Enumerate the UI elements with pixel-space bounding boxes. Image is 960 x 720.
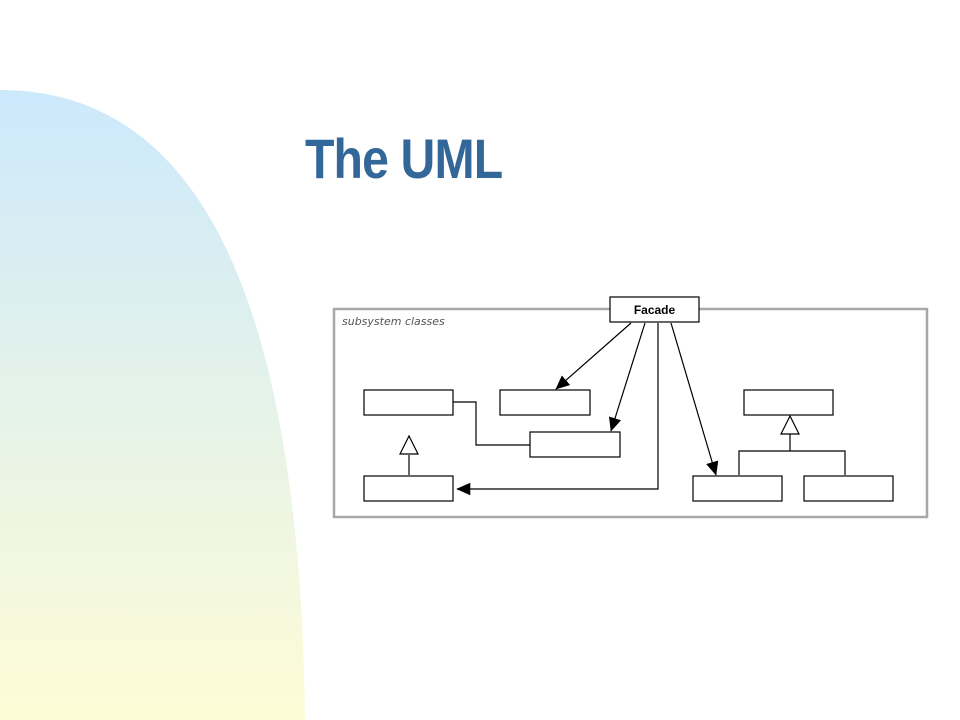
link-left-top-to-middle-lower — [453, 401, 530, 446]
class-box-left-bottom — [363, 475, 454, 502]
class-box-right-top — [743, 389, 834, 416]
association-to-top-middle — [555, 322, 632, 390]
association-to-left-bottom — [456, 323, 659, 496]
left-curve — [0, 90, 305, 720]
association-lines — [456, 322, 719, 496]
facade-class-box — [609, 296, 700, 323]
inheritance-right-bar — [738, 450, 846, 475]
class-box-right-bottom-right — [803, 475, 894, 502]
class-boxes — [363, 389, 894, 502]
class-box-right-bottom-left — [692, 475, 783, 502]
inheritance-left-triangle — [399, 434, 419, 455]
facade-uml-diagram: subsystem classes Facade — [332, 296, 929, 519]
association-to-right-bottom — [670, 322, 719, 476]
inheritance-right-triangle — [780, 414, 800, 435]
slide-title: The UML — [305, 127, 503, 190]
class-box-left-top — [363, 389, 454, 416]
class-box-middle-lower — [529, 431, 621, 458]
association-to-middle-lower — [608, 322, 646, 432]
facade-class-label: Facade — [634, 303, 676, 317]
inheritance-left — [399, 434, 419, 475]
subsystem-label: subsystem classes — [342, 315, 445, 328]
inheritance-right — [738, 414, 846, 475]
class-box-top-middle — [499, 389, 591, 416]
